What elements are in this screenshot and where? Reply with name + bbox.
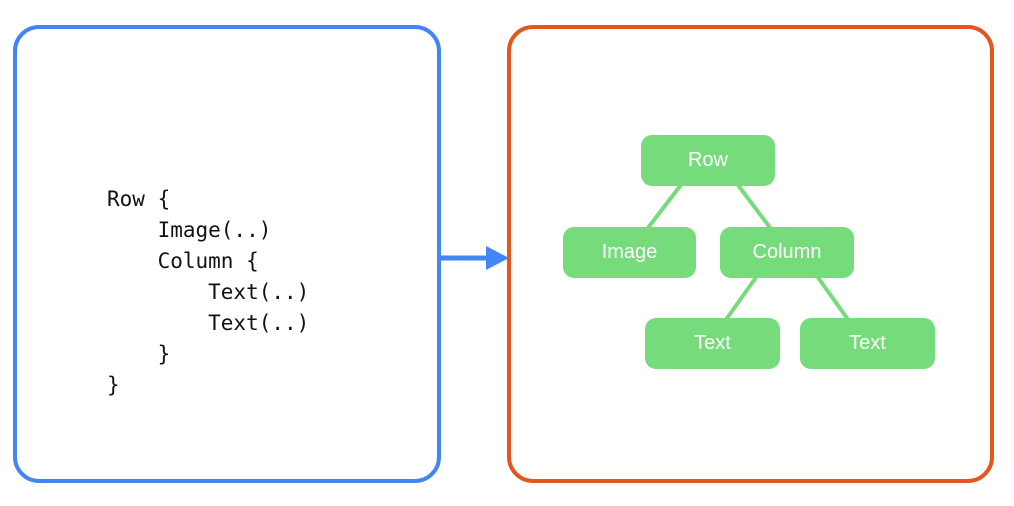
flow-arrow-icon [439,246,509,270]
tree-node-row-label: Row [687,149,728,171]
tree-node-image-label: Image [601,241,658,263]
tree-node-text-2-label: Text [849,332,886,354]
tree-node-column-label: Column [752,241,822,263]
layout-code-snippet: Row { Image(..) Column { Text(..) Text(.… [107,187,310,397]
code-panel: Row { Image(..) Column { Text(..) Text(.… [13,25,441,483]
tree-node-row[interactable]: Row [641,135,775,186]
tree-node-text-1[interactable]: Text [645,318,780,369]
tree-node-column[interactable]: Column [720,227,854,278]
tree-node-text-2[interactable]: Text [800,318,935,369]
ui-tree: Row Image Column Text Text [507,25,994,483]
tree-node-text-1-label: Text [694,332,731,354]
tree-node-image[interactable]: Image [563,227,696,278]
